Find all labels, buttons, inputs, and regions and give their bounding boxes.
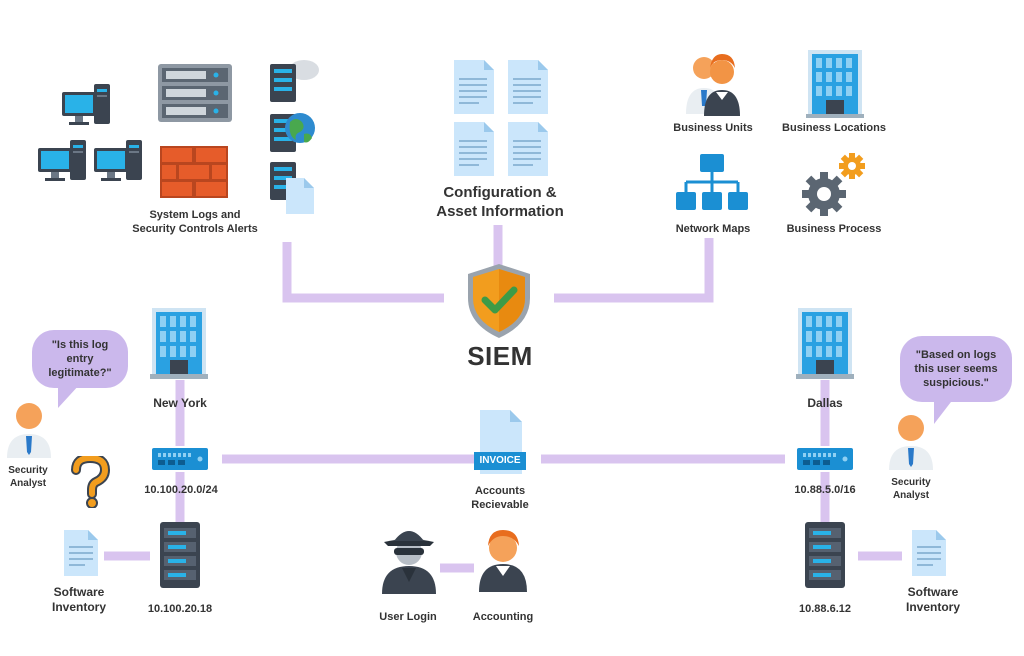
dallas-label: Dallas <box>807 396 843 410</box>
right-network-switch-icon <box>797 448 853 470</box>
left-subnet-label: 10.100.20.0/24 <box>144 484 218 496</box>
business-process-label: Business Process <box>786 223 882 235</box>
left-server-icon <box>160 522 200 588</box>
left-software-inventory-doc-icon <box>64 530 98 576</box>
left-software-inventory-label: Software Inventory <box>51 585 106 614</box>
question-mark-icon <box>71 456 110 508</box>
new-york-building-icon <box>150 308 208 379</box>
right-software-inventory-label: Software Inventory <box>905 585 960 614</box>
cloud-server-icon <box>270 60 319 102</box>
invoice-document-icon <box>474 410 526 474</box>
configuration-label: Configuration & Asset Information <box>436 184 564 220</box>
firewall-icon <box>160 146 228 198</box>
globe-server-icon <box>270 113 315 152</box>
right-server-icon <box>805 522 845 588</box>
right-analyst-quote: "Based on logs this user seems suspiciou… <box>914 348 998 390</box>
left-analyst-speech-bubble: "Is this log entry legitimate?" <box>32 330 128 388</box>
user-login-label: User Login <box>379 611 437 623</box>
shield-check-icon <box>468 264 530 338</box>
right-analyst-label: Security Analyst <box>891 477 931 501</box>
right-subnet-label: 10.88.5.0/16 <box>794 484 856 496</box>
siem-label: SIEM <box>467 341 533 371</box>
right-security-analyst-icon <box>889 415 933 470</box>
left-server-ip-label: 10.100.20.18 <box>147 603 213 615</box>
dallas-building-icon <box>796 308 854 379</box>
server-rack-icon <box>158 64 232 122</box>
right-analyst-speech-bubble: "Based on logs this user seems suspiciou… <box>900 336 1012 402</box>
business-units-people-icon <box>686 54 740 116</box>
right-software-inventory-doc-icon <box>912 530 946 576</box>
accounts-receivable-label: Accounts Recievable <box>471 485 529 511</box>
left-analyst-quote: "Is this log entry legitimate?" <box>48 338 112 380</box>
system-logs-label: System Logs and Security Controls Alerts <box>132 209 258 235</box>
business-locations-label: Business Locations <box>782 122 886 134</box>
desktop-computer-icon <box>94 140 142 181</box>
connector-business <box>554 238 714 303</box>
business-process-gears-icon <box>802 153 865 216</box>
switch-ports-icon <box>158 453 203 465</box>
configuration-documents-icon <box>454 60 548 176</box>
business-locations-building-icon <box>806 50 864 118</box>
left-security-analyst-icon <box>7 403 51 458</box>
business-units-label: Business Units <box>673 122 753 134</box>
new-york-label: New York <box>153 396 207 410</box>
switch-ports-icon <box>803 453 848 465</box>
speech-bubble-tail-icon <box>934 398 954 424</box>
network-maps-label: Network Maps <box>675 223 751 235</box>
right-server-ip-label: 10.88.6.12 <box>799 603 851 615</box>
desktop-computer-icon <box>38 140 86 181</box>
accounting-person-icon <box>479 530 527 592</box>
file-server-icon <box>270 162 314 214</box>
left-network-switch-icon <box>152 448 208 470</box>
connector-system-logs <box>282 242 444 303</box>
desktop-computer-icon <box>62 84 110 125</box>
network-map-icon <box>676 154 748 210</box>
speech-bubble-tail-icon <box>58 384 80 408</box>
hacker-spy-icon <box>382 531 436 594</box>
accounting-label: Accounting <box>472 611 534 623</box>
invoice-badge-text: INVOICE <box>479 455 521 466</box>
left-analyst-label: Security Analyst <box>8 465 48 489</box>
